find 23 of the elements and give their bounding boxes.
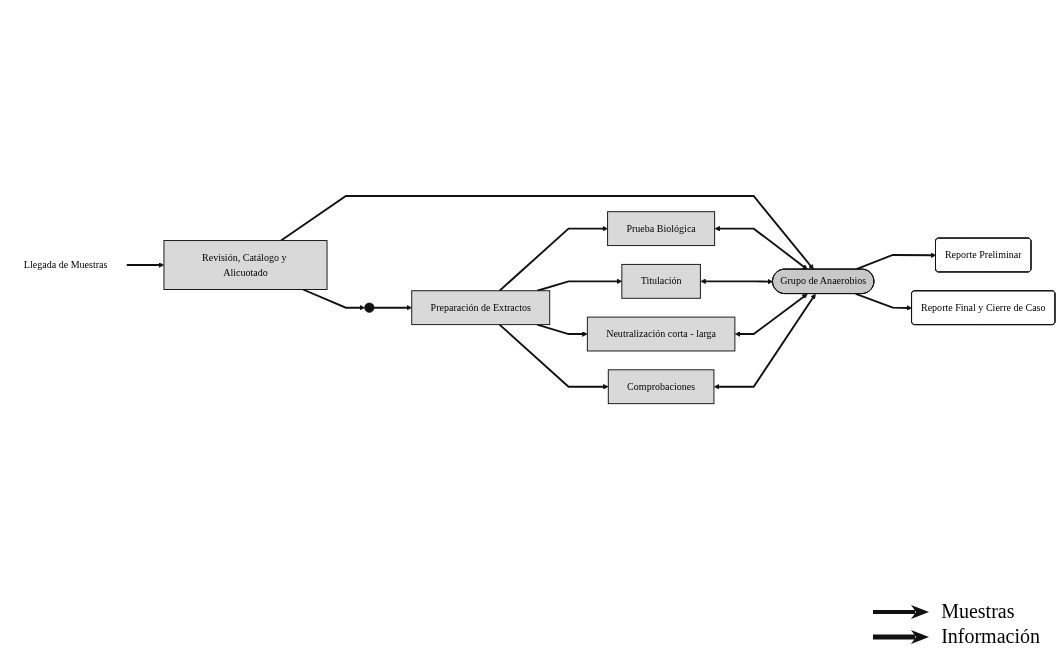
node-box: Preparación de Extractos xyxy=(411,290,551,326)
node-text: Llegada de Muestras xyxy=(23,259,108,271)
node-box: Prueba Biológica xyxy=(607,211,716,247)
arrow xyxy=(734,293,808,337)
arrow xyxy=(536,323,588,337)
node-box: Neutralización corta - larga xyxy=(586,316,736,352)
arrow xyxy=(373,305,412,311)
arrow xyxy=(536,278,623,292)
arrow xyxy=(700,278,774,285)
node-box: Revisión, Catálogo y Alicuotado xyxy=(163,240,328,291)
node-ellipse xyxy=(364,302,375,313)
arrow xyxy=(713,293,816,390)
node-box: Titulación xyxy=(621,264,701,299)
node-box: Comprobaciones xyxy=(607,369,715,405)
arrow xyxy=(280,195,814,270)
arrow xyxy=(125,262,165,268)
legend-label: Información xyxy=(941,625,1040,648)
arrow xyxy=(498,323,609,390)
arrow xyxy=(714,226,808,270)
arrow xyxy=(302,288,365,311)
arrow xyxy=(498,226,608,292)
arrow xyxy=(854,293,913,311)
legend-label: Muestras xyxy=(941,600,1015,623)
